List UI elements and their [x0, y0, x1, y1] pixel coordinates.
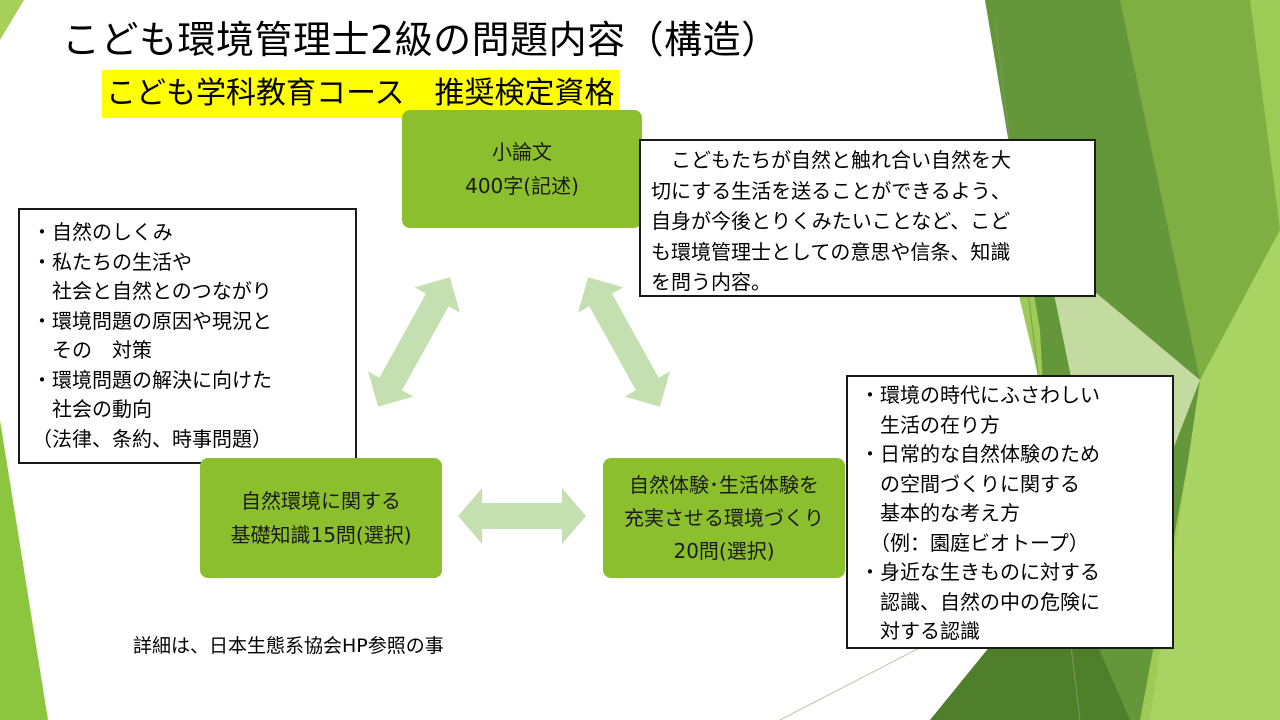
essay-node: 小論文 400字(記述)	[402, 110, 642, 228]
double-arrow-icon	[458, 488, 586, 544]
essay-description-line: 切にする生活を送ることができるよう、	[651, 178, 1011, 203]
essay-description-line: も環境管理士としての意思や信条、知識	[651, 239, 1011, 264]
essay-description-line: 自身が今後とりくみたいことなど、こど	[651, 209, 1011, 233]
double-arrow-icon	[367, 277, 461, 407]
nature-experience-topics-box: ・環境の時代にふさわしい 生活の在り方 ・日常的な自然体験のため の空間づくりに…	[846, 375, 1174, 649]
topic-line: （法律、条約、時事問題）	[32, 426, 272, 451]
basic-knowledge-node-format: 基礎知識15問(選択)	[230, 523, 412, 547]
left-accent-top-shape	[0, 0, 24, 40]
topic-line: ・自然のしくみ	[32, 220, 173, 244]
topic-line: その 対策	[32, 338, 152, 362]
topic-line: ・私たちの生活や	[32, 249, 192, 274]
nature-experience-node-format: 20問(選択)	[673, 538, 775, 563]
nature-experience-node-subtitle: 充実させる環境づくり	[624, 505, 824, 530]
arrow-basic-to-experience	[458, 488, 586, 544]
double-arrow-icon	[577, 277, 671, 407]
essay-node-format: 400字(記述)	[465, 174, 579, 198]
topic-line: 対する認識	[860, 619, 980, 643]
essay-description-box: こどもたちが自然と触れ合い自然を大 切にする生活を送ることができるよう、 自身が…	[639, 139, 1096, 297]
topic-line: 社会の動向	[32, 397, 152, 421]
topic-line: ・環境の時代にふさわしい	[860, 383, 1100, 407]
topic-line: ・環境問題の解決に向けた	[32, 367, 272, 392]
nature-experience-node-title: 自然体験･生活体験を	[629, 472, 819, 497]
topic-line: の空間づくりに関する	[860, 471, 1080, 496]
basic-knowledge-topics-box: ・自然のしくみ ・私たちの生活や 社会と自然とのつながり ・環境問題の原因や現況…	[18, 208, 357, 464]
arrow-essay-to-experience	[577, 277, 671, 407]
page-title: こども環境管理士2級の問題内容（構造）	[62, 18, 780, 62]
topic-line: 生活の在り方	[860, 412, 1000, 437]
topic-line: 認識、自然の中の危険に	[860, 589, 1100, 614]
topic-line: 基本的な考え方	[860, 501, 1020, 525]
reference-note: 詳細は、日本生態系協会HP参照の事	[133, 635, 444, 657]
essay-description-line: を問う内容。	[651, 270, 771, 294]
arrow-essay-to-basic	[367, 277, 461, 407]
basic-knowledge-node: 自然環境に関する 基礎知識15問(選択)	[200, 458, 442, 578]
right-facet-light	[1150, 230, 1280, 720]
topic-line: ・環境問題の原因や現況と	[32, 308, 272, 333]
topic-line: ・身近な生きものに対する	[860, 560, 1100, 584]
left-accent-shape	[0, 420, 48, 720]
topic-line: ・日常的な自然体験のため	[860, 442, 1100, 466]
basic-knowledge-node-title: 自然環境に関する	[241, 489, 401, 513]
essay-description-line: こどもたちが自然と触れ合い自然を大	[651, 148, 1011, 172]
nature-experience-node: 自然体験･生活体験を 充実させる環境づくり 20問(選択)	[603, 458, 845, 578]
essay-node-title: 小論文	[492, 140, 552, 164]
topic-line: （例：園庭ビオトープ）	[860, 530, 1089, 555]
right-facet-mid	[1120, 0, 1280, 380]
topic-line: 社会と自然とのつながり	[32, 279, 272, 303]
